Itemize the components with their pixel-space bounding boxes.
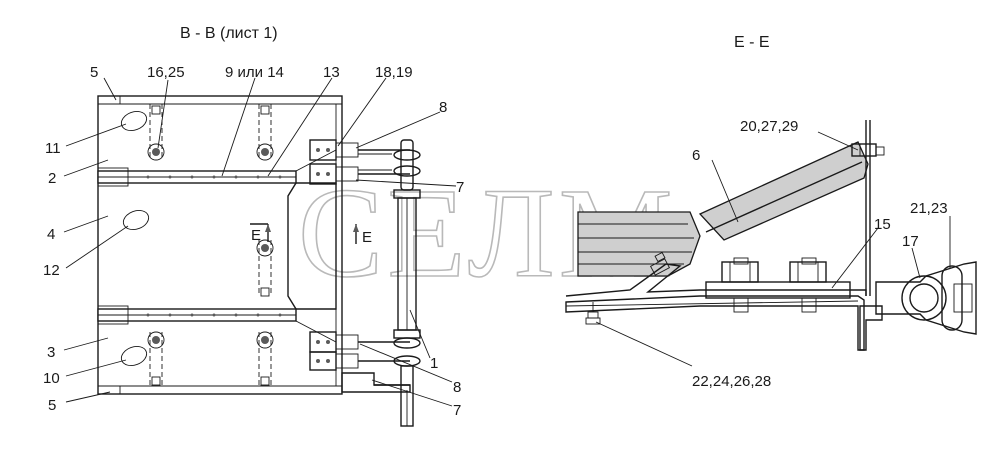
callout-3: 3	[47, 344, 55, 361]
callout-8-bottom: 8	[453, 379, 461, 396]
hinge-bracket-lower	[309, 331, 410, 371]
leader-lines-left	[63, 77, 457, 407]
callout-5-bottom: 5	[48, 397, 56, 414]
oval-hole-12	[122, 209, 150, 231]
callout-8-top: 8	[439, 99, 447, 116]
leader-lines-right	[595, 131, 951, 367]
callout-2: 2	[48, 170, 56, 187]
callout-21-23: 21,23	[910, 200, 948, 217]
vertical-shaft	[393, 139, 421, 427]
callout-5-top: 5	[90, 64, 98, 81]
view-b-b: Е Е 5 16,25	[43, 64, 464, 427]
section-letter-right: Е	[362, 229, 372, 246]
callout-20-27-29: 20,27,29	[740, 118, 798, 135]
bolt-slot-upper-right	[256, 104, 274, 161]
upper-rail	[97, 167, 297, 187]
callout-6: 6	[692, 147, 700, 164]
callout-10: 10	[43, 370, 60, 387]
bolt-left	[721, 257, 759, 313]
callout-18-19: 18,19	[375, 64, 413, 81]
bolt-slot-lower-right	[256, 331, 274, 386]
bolt-slot-middle	[256, 239, 274, 297]
view-e-e: 20,27,29 6 21,23 15 17 22,24,26,28	[565, 118, 977, 390]
oval-hole-11	[120, 110, 148, 132]
view-title-e-e: Е - Е	[734, 34, 770, 51]
bolt-rail	[705, 281, 851, 299]
callout-4: 4	[47, 226, 55, 243]
section-marker-right: Е	[353, 224, 372, 246]
bottom-nut	[585, 302, 601, 325]
housing-outline	[97, 95, 343, 395]
callout-7-top: 7	[456, 179, 464, 196]
vertical-post	[851, 120, 885, 296]
oval-hole-10	[120, 345, 148, 367]
section-marker-left: Е	[250, 223, 271, 244]
bolt-slot-lower-left	[147, 331, 165, 386]
roller-assembly	[859, 261, 977, 351]
callout-16-25: 16,25	[147, 64, 185, 81]
callout-11: 11	[45, 140, 61, 157]
callout-7-bottom: 7	[453, 402, 461, 419]
incline-bolt	[649, 251, 671, 276]
bolt-slot-upper-left	[147, 104, 165, 161]
lower-rail	[97, 305, 297, 325]
callout-1: 1	[430, 355, 438, 372]
callout-15: 15	[874, 216, 891, 233]
section-letter-left: Е	[251, 227, 261, 244]
callout-12: 12	[43, 262, 60, 279]
body-block	[577, 211, 701, 277]
callout-17: 17	[902, 233, 919, 250]
bolt-right	[789, 257, 827, 313]
callout-22-24-26-28: 22,24,26,28	[692, 373, 771, 390]
view-title-b-b: В - В (лист 1)	[180, 25, 278, 42]
callout-13: 13	[323, 64, 340, 81]
callout-9-or-14: 9 или 14	[225, 64, 284, 81]
